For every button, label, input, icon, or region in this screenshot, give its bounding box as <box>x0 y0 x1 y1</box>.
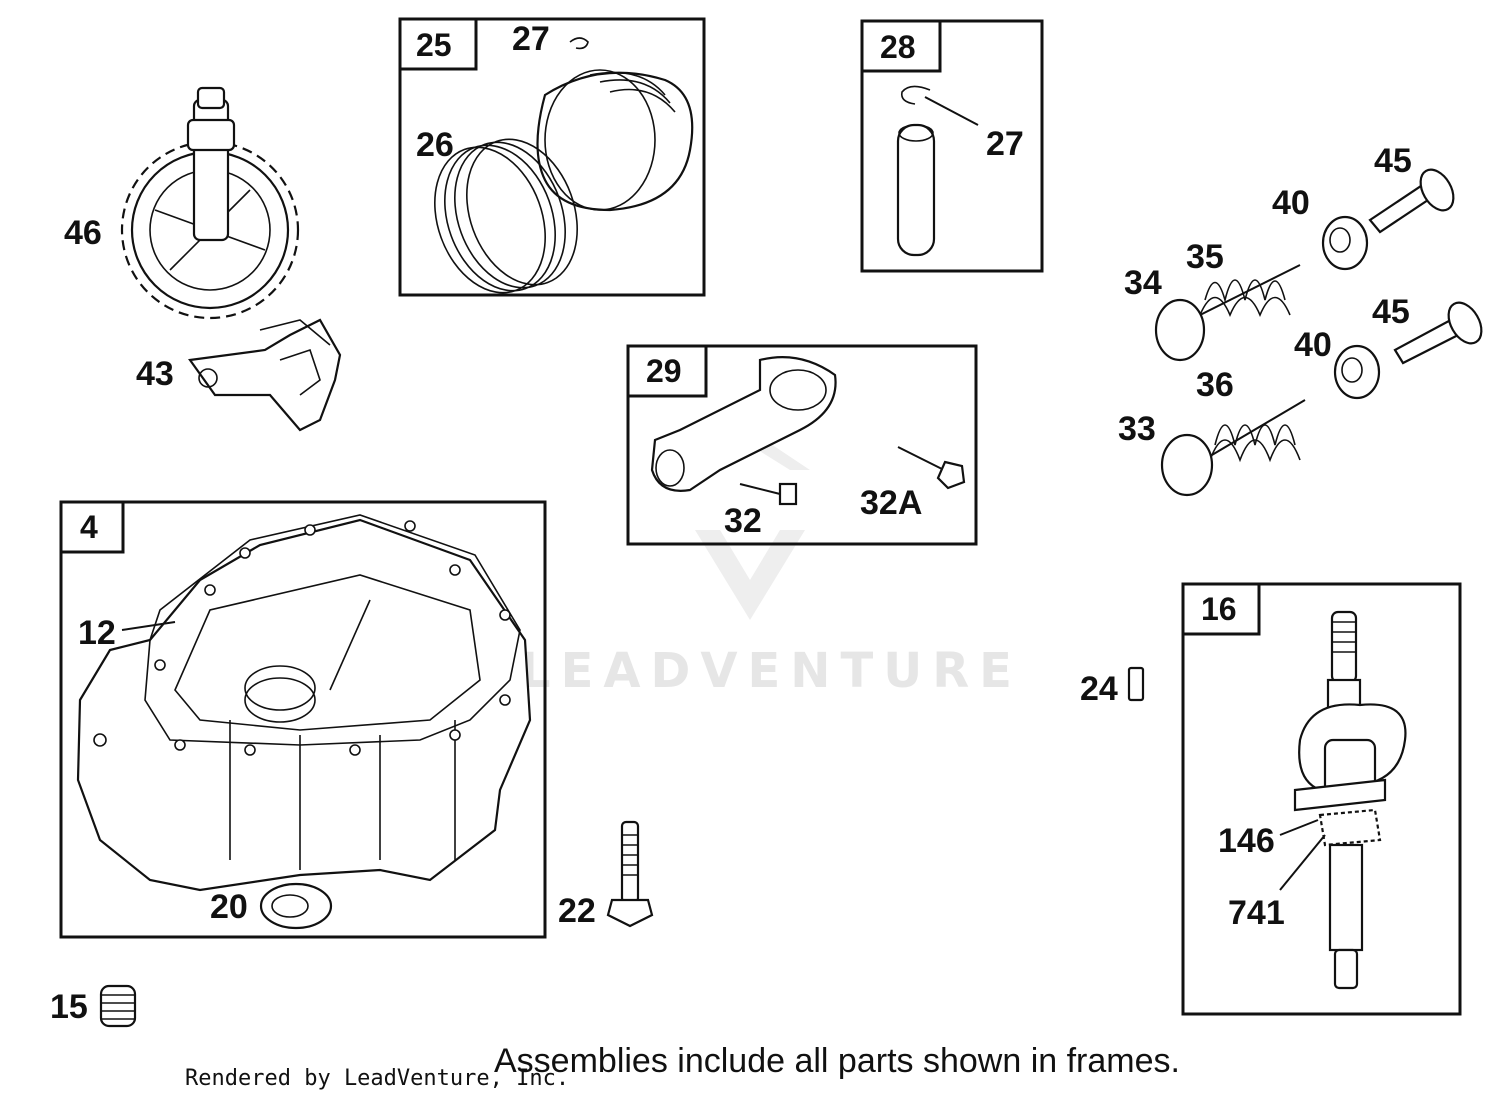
camshaft-gear-icon[interactable]: 46 <box>64 86 300 320</box>
watermark-text: LEADVENTURE <box>520 643 1022 699</box>
label-35: 35 <box>1186 238 1224 276</box>
label-32: 32 <box>724 502 762 540</box>
assembly-note: Assemblies include all parts shown in fr… <box>494 1042 1180 1080</box>
label-43: 43 <box>136 355 174 393</box>
label-36: 36 <box>1196 366 1234 404</box>
frame-number-16: 16 <box>1201 591 1237 627</box>
frame-number-25: 25 <box>416 27 452 63</box>
render-credit: Rendered by LeadVenture, Inc. <box>185 1066 569 1091</box>
label-741: 741 <box>1228 894 1285 932</box>
frame-29-connecting-rod-assembly[interactable]: 29 32 32A <box>626 344 978 546</box>
frame-number-4: 4 <box>80 509 98 545</box>
frame-28-piston-pin-assembly[interactable]: 28 27 <box>860 19 1044 273</box>
watermark: LEADVENTURE <box>520 430 1022 699</box>
label-40-upper: 40 <box>1272 184 1310 222</box>
valve-spring-lower-icon <box>1160 399 1306 497</box>
frame-16-crankshaft-assembly[interactable]: 16 146 741 <box>1181 582 1462 1016</box>
label-27-pin: 27 <box>986 125 1024 163</box>
pin-clip-icon <box>900 85 931 105</box>
drain-plug-icon[interactable]: 15 <box>50 984 137 1028</box>
label-12: 12 <box>78 614 116 652</box>
sump-bolt-icon[interactable]: 22 <box>558 820 654 930</box>
valve-tappet-upper-icon <box>1368 168 1455 234</box>
label-24: 24 <box>1080 670 1118 708</box>
governor-bracket-icon[interactable]: 43 <box>136 318 342 432</box>
label-45-upper: 45 <box>1374 142 1412 180</box>
valve-tappet-lower-icon <box>1393 301 1483 365</box>
retainer-upper-icon <box>1321 215 1369 271</box>
label-45-lower: 45 <box>1372 293 1410 331</box>
label-26: 26 <box>416 126 454 164</box>
frame-number-28: 28 <box>880 29 916 65</box>
label-34: 34 <box>1124 264 1162 302</box>
valve-train-parts[interactable]: 45 40 35 34 45 40 36 33 <box>1118 142 1488 497</box>
label-20: 20 <box>210 888 248 926</box>
rod-bolt-32a-icon <box>897 446 966 490</box>
label-22: 22 <box>558 892 596 930</box>
frame-4-sump-assembly[interactable]: 4 12 20 <box>59 500 547 939</box>
label-40-lower: 40 <box>1294 326 1332 364</box>
crankshaft-key-icon[interactable]: 24 <box>1080 666 1145 708</box>
valve-spring-upper-icon <box>1154 264 1301 362</box>
rod-bolt-32-icon <box>739 482 798 506</box>
label-33: 33 <box>1118 410 1156 448</box>
circlip-icon <box>569 37 589 50</box>
sump-housing-icon <box>76 514 532 892</box>
label-146: 146 <box>1218 822 1275 860</box>
piston-icon <box>536 69 694 212</box>
piston-pin-icon <box>896 123 936 257</box>
oil-seal-icon <box>259 882 333 930</box>
crankshaft-icon <box>1293 610 1407 990</box>
frame-25-piston-assembly[interactable]: 25 27 26 <box>398 17 706 308</box>
label-15: 15 <box>50 988 88 1026</box>
retainer-lower-icon <box>1333 344 1381 400</box>
label-27-top: 27 <box>512 20 550 58</box>
connecting-rod-icon <box>650 356 837 492</box>
frame-number-29: 29 <box>646 353 682 389</box>
label-32a: 32A <box>860 484 922 522</box>
piston-rings-icon <box>434 138 578 294</box>
label-46: 46 <box>64 214 102 252</box>
